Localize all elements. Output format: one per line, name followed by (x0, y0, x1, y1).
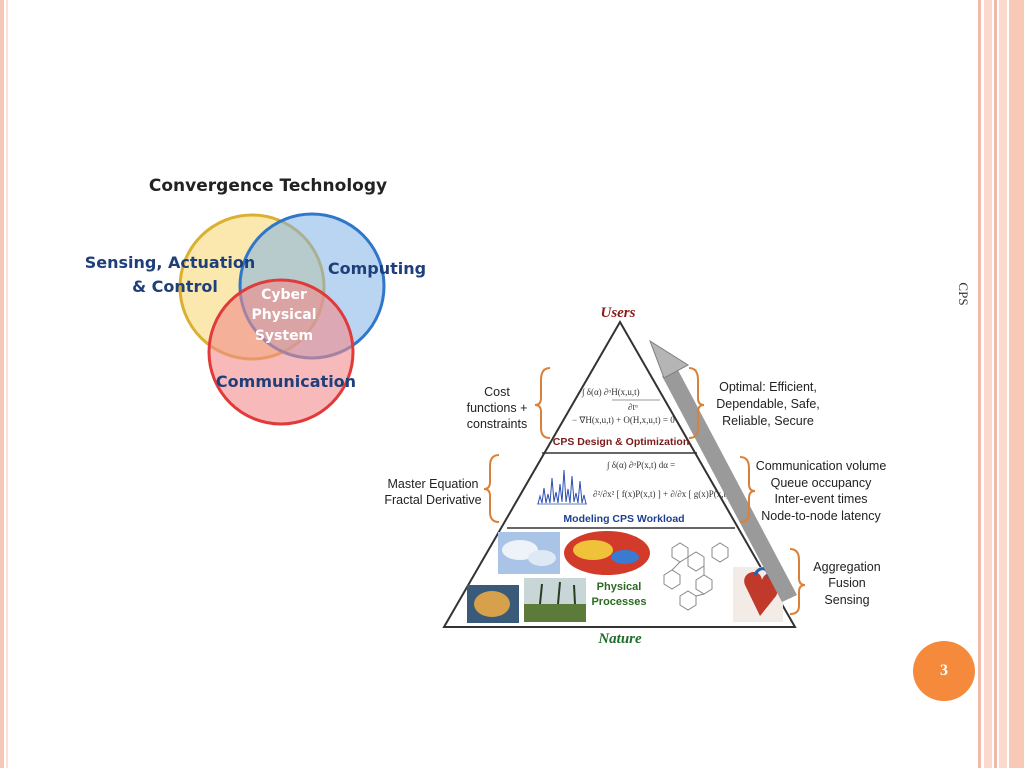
brace-right-top (688, 367, 705, 439)
cps-pyramid: Users Nature ∫ δ(α) ∂ᵅH(x,u,t) ∂tᵅ − ∇H(… (384, 305, 886, 647)
note-line: constraints (467, 417, 527, 431)
note-line: Inter-event times (774, 492, 867, 506)
brace-right-bottom (789, 548, 806, 615)
brace-right-mid (739, 456, 756, 523)
note-line: functions + (467, 401, 528, 415)
note-right-mid: Communication volume Queue occupancy Int… (756, 459, 887, 523)
right-border-stripe (978, 0, 981, 768)
design-equation: ∫ δ(α) ∂ᵅH(x,u,t) ∂tᵅ − ∇H(x,u,t) + O(H,… (572, 387, 675, 425)
cps-center-line3: System (255, 328, 313, 344)
left-border-rule (0, 0, 4, 768)
communication-circle (207, 278, 355, 426)
svg-text:∫ δ(α) ∂ᵅH(x,u,t): ∫ δ(α) ∂ᵅH(x,u,t) (581, 387, 640, 398)
note-left-mid: Master Equation Fractal Derivative (384, 477, 481, 507)
upward-feedback-arrow (649, 339, 797, 602)
communication-label: Communication (216, 372, 356, 391)
brace-left-top (534, 367, 551, 439)
tier-modeling-label: Modeling CPS Workload (563, 513, 684, 525)
right-border-stripe (984, 0, 992, 768)
note-line: Sensing (824, 593, 869, 607)
brace-left-mid (483, 454, 500, 523)
tier-physical-label-line1: Physical (597, 581, 642, 593)
note-left-top: Cost functions + constraints (467, 385, 528, 431)
tier-design-label: CPS Design & Optimization (553, 436, 690, 448)
note-line: Queue occupancy (771, 476, 873, 490)
note-line: Optimal: Efficient, (719, 380, 817, 394)
page-number-badge: 3 (913, 641, 975, 701)
note-line: Reliable, Secure (722, 414, 814, 428)
right-border-stripe (994, 0, 997, 768)
workload-signal-plot (537, 469, 587, 505)
note-right-top: Optimal: Efficient, Dependable, Safe, Re… (716, 380, 820, 428)
left-border-rule-thin (6, 0, 8, 768)
note-line: Node-to-node latency (761, 509, 881, 523)
cps-center-line2: Physical (251, 307, 316, 323)
venn-diagram: Convergence Technology Sensing, Actuatio… (85, 176, 426, 426)
sensing-label-line1: Sensing, Actuation (85, 253, 255, 272)
braces (483, 367, 806, 615)
users-label: Users (600, 305, 635, 321)
sensing-label-line2: & Control (132, 277, 218, 296)
molecule-image (663, 542, 729, 611)
note-line: Aggregation (813, 560, 880, 574)
right-border-stripe (999, 0, 1007, 768)
cps-center-line1: Cyber (261, 287, 307, 303)
note-line: Fractal Derivative (384, 493, 481, 507)
note-line: Dependable, Safe, (716, 397, 820, 411)
computing-label: Computing (328, 259, 426, 278)
note-line: Master Equation (387, 477, 478, 491)
workload-equation: ∫ δ(α) ∂ᵅP(x,t) dα = ∂²/∂x² [ f(x)P(x,t)… (593, 460, 734, 499)
svg-text:− ∇H(x,u,t) + O(H,x,u,t) = 0: − ∇H(x,u,t) + O(H,x,u,t) = 0 (572, 415, 675, 425)
svg-text:∂²/∂x² [ f(x)P(x,t) ] + ∂/∂x [: ∂²/∂x² [ f(x)P(x,t) ] + ∂/∂x [ g(x)P(x,t… (593, 489, 734, 499)
svg-text:∂tᵅ: ∂tᵅ (628, 402, 638, 412)
venn-title: Convergence Technology (149, 176, 387, 196)
note-line: Communication volume (756, 459, 887, 473)
note-line: Cost (484, 385, 510, 399)
nature-label: Nature (597, 631, 642, 647)
note-right-bottom: Aggregation Fusion Sensing (813, 560, 880, 607)
note-line: Fusion (828, 576, 866, 590)
right-border-stripe (1009, 0, 1024, 768)
tier-physical-label-line2: Processes (591, 596, 646, 608)
svg-text:∫ δ(α) ∂ᵅP(x,t) dα =: ∫ δ(α) ∂ᵅP(x,t) dα = (606, 460, 675, 471)
